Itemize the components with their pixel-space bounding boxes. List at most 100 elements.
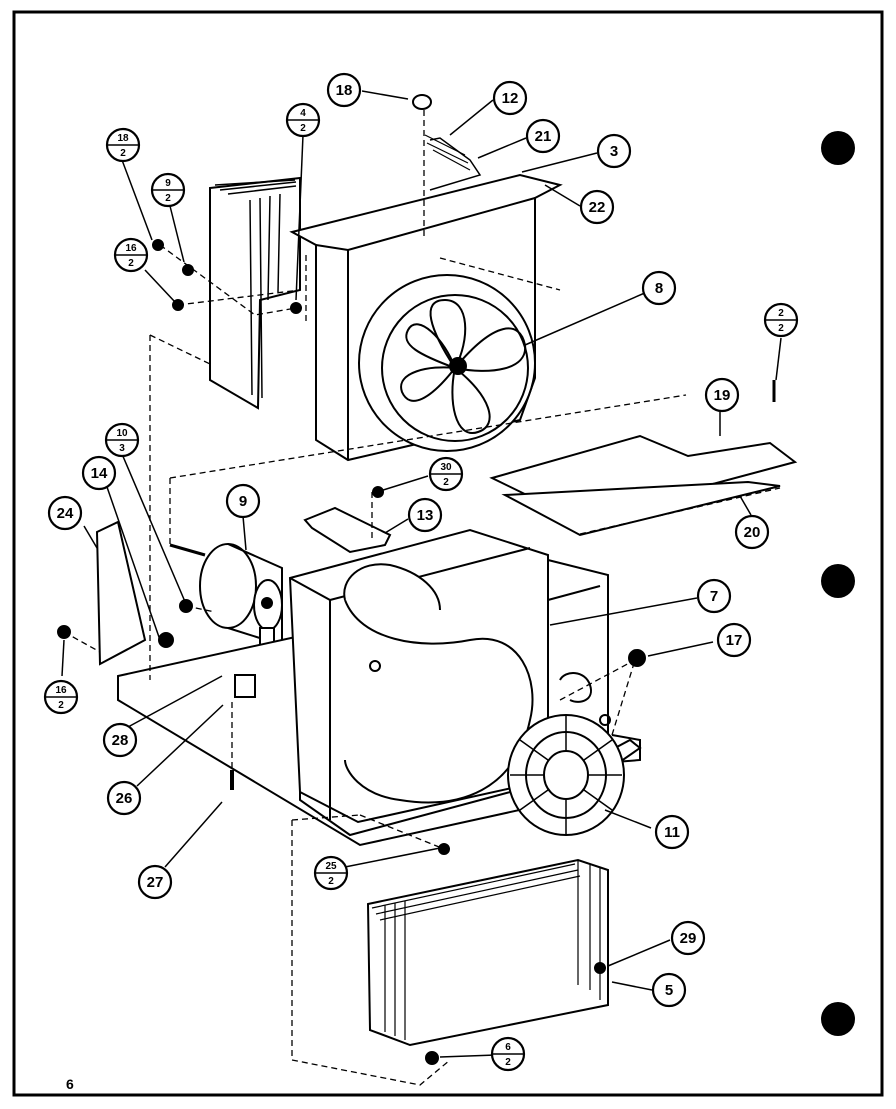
svg-text:4: 4 — [300, 108, 306, 119]
callout-18: 18 — [326, 72, 362, 108]
svg-text:26: 26 — [116, 790, 133, 807]
callout-10-3: 103 — [104, 422, 140, 458]
callout-18-2: 182 — [105, 127, 141, 163]
svg-text:3: 3 — [119, 443, 125, 454]
svg-text:21: 21 — [535, 128, 552, 145]
callout-26: 26 — [106, 780, 142, 816]
callout-20: 20 — [734, 514, 770, 550]
svg-text:2: 2 — [300, 123, 306, 134]
svg-text:2: 2 — [128, 258, 134, 269]
svg-text:3: 3 — [610, 143, 618, 160]
callout-11: 11 — [654, 814, 690, 850]
callout-14: 14 — [81, 455, 117, 491]
svg-text:9: 9 — [165, 178, 171, 189]
fan-shroud-housing — [289, 134, 563, 462]
callout-25-2: 252 — [313, 855, 349, 891]
svg-text:18: 18 — [336, 82, 353, 99]
callout-21: 21 — [525, 118, 561, 154]
frame-border — [12, 10, 884, 1097]
callout-6-2: 62 — [490, 1036, 526, 1072]
screw — [425, 1051, 439, 1065]
svg-text:2: 2 — [778, 323, 784, 334]
registration-dot — [821, 131, 855, 165]
svg-text:2: 2 — [443, 477, 449, 488]
svg-text:14: 14 — [91, 465, 108, 482]
svg-text:11: 11 — [664, 824, 680, 841]
callout-4-2: 42 — [285, 102, 321, 138]
screw — [152, 239, 164, 251]
svg-text:2: 2 — [505, 1057, 511, 1068]
callout-30-2: 302 — [428, 456, 464, 492]
switch-28 — [234, 674, 256, 698]
bracket-13 — [303, 506, 392, 554]
callout-24: 24 — [47, 495, 83, 531]
screw — [372, 486, 384, 498]
svg-text:22: 22 — [589, 199, 606, 216]
fan-motor — [169, 543, 283, 661]
screw — [594, 962, 606, 974]
svg-text:29: 29 — [680, 930, 697, 947]
callout-13: 13 — [407, 497, 443, 533]
callout-12: 12 — [492, 80, 528, 116]
evaporator-coil — [366, 858, 609, 1047]
svg-text:10: 10 — [116, 428, 128, 439]
svg-text:5: 5 — [665, 982, 673, 999]
callouts: 18 12 21 3 22 8 19 20 9 13 24 14 7 17 28… — [47, 72, 770, 1008]
callout-7: 7 — [696, 578, 732, 614]
callout-28: 28 — [102, 722, 138, 758]
grommet — [628, 649, 646, 667]
callout-2-2: 22 — [763, 302, 799, 338]
registration-dot — [821, 1002, 855, 1036]
svg-text:16: 16 — [125, 243, 137, 254]
registration-dot — [821, 564, 855, 598]
upper-left-coil-panel — [209, 176, 301, 410]
top-cover-panels — [489, 434, 798, 537]
page-number: 6 — [66, 1076, 74, 1092]
svg-text:28: 28 — [112, 732, 129, 749]
svg-text:16: 16 — [55, 685, 67, 696]
assembly-lines — [63, 110, 781, 1086]
svg-text:19: 19 — [714, 387, 731, 404]
svg-text:17: 17 — [726, 632, 743, 649]
screw — [290, 302, 302, 314]
screw — [182, 264, 194, 276]
svg-text:30: 30 — [440, 462, 452, 473]
top-cap — [412, 94, 432, 110]
bracket-24 — [95, 520, 147, 666]
callout-16-2-bottom: 162 — [43, 679, 79, 715]
fraction-callouts: 42 182 92 162 22 103 302 162 252 62 — [43, 102, 799, 1072]
callout-27: 27 — [137, 864, 173, 900]
callout-22: 22 — [579, 189, 615, 225]
svg-text:9: 9 — [239, 493, 247, 510]
svg-text:2: 2 — [778, 308, 784, 319]
svg-text:24: 24 — [57, 505, 74, 522]
svg-text:2: 2 — [328, 876, 334, 887]
svg-text:12: 12 — [502, 90, 519, 107]
callout-16-2-top: 162 — [113, 237, 149, 273]
svg-text:13: 13 — [417, 507, 434, 524]
svg-text:25: 25 — [325, 861, 337, 872]
callout-9-2: 92 — [150, 172, 186, 208]
callout-8: 8 — [641, 270, 677, 306]
callout-17: 17 — [716, 622, 752, 658]
callout-9: 9 — [225, 483, 261, 519]
svg-text:2: 2 — [120, 148, 126, 159]
blower-housing — [288, 528, 641, 824]
svg-text:8: 8 — [655, 280, 663, 297]
svg-text:2: 2 — [165, 193, 171, 204]
callout-3: 3 — [596, 133, 632, 169]
blower-wheel — [507, 714, 625, 836]
svg-text:27: 27 — [147, 874, 164, 891]
callout-29: 29 — [670, 920, 706, 956]
svg-text:7: 7 — [710, 588, 718, 605]
screw — [158, 632, 174, 648]
callout-5: 5 — [651, 972, 687, 1008]
svg-text:2: 2 — [58, 700, 64, 711]
part-drawings — [57, 94, 798, 1065]
callout-19: 19 — [704, 377, 740, 413]
leader-lines — [61, 90, 782, 1058]
svg-text:6: 6 — [505, 1042, 511, 1053]
svg-text:20: 20 — [744, 524, 761, 541]
svg-text:18: 18 — [117, 133, 129, 144]
